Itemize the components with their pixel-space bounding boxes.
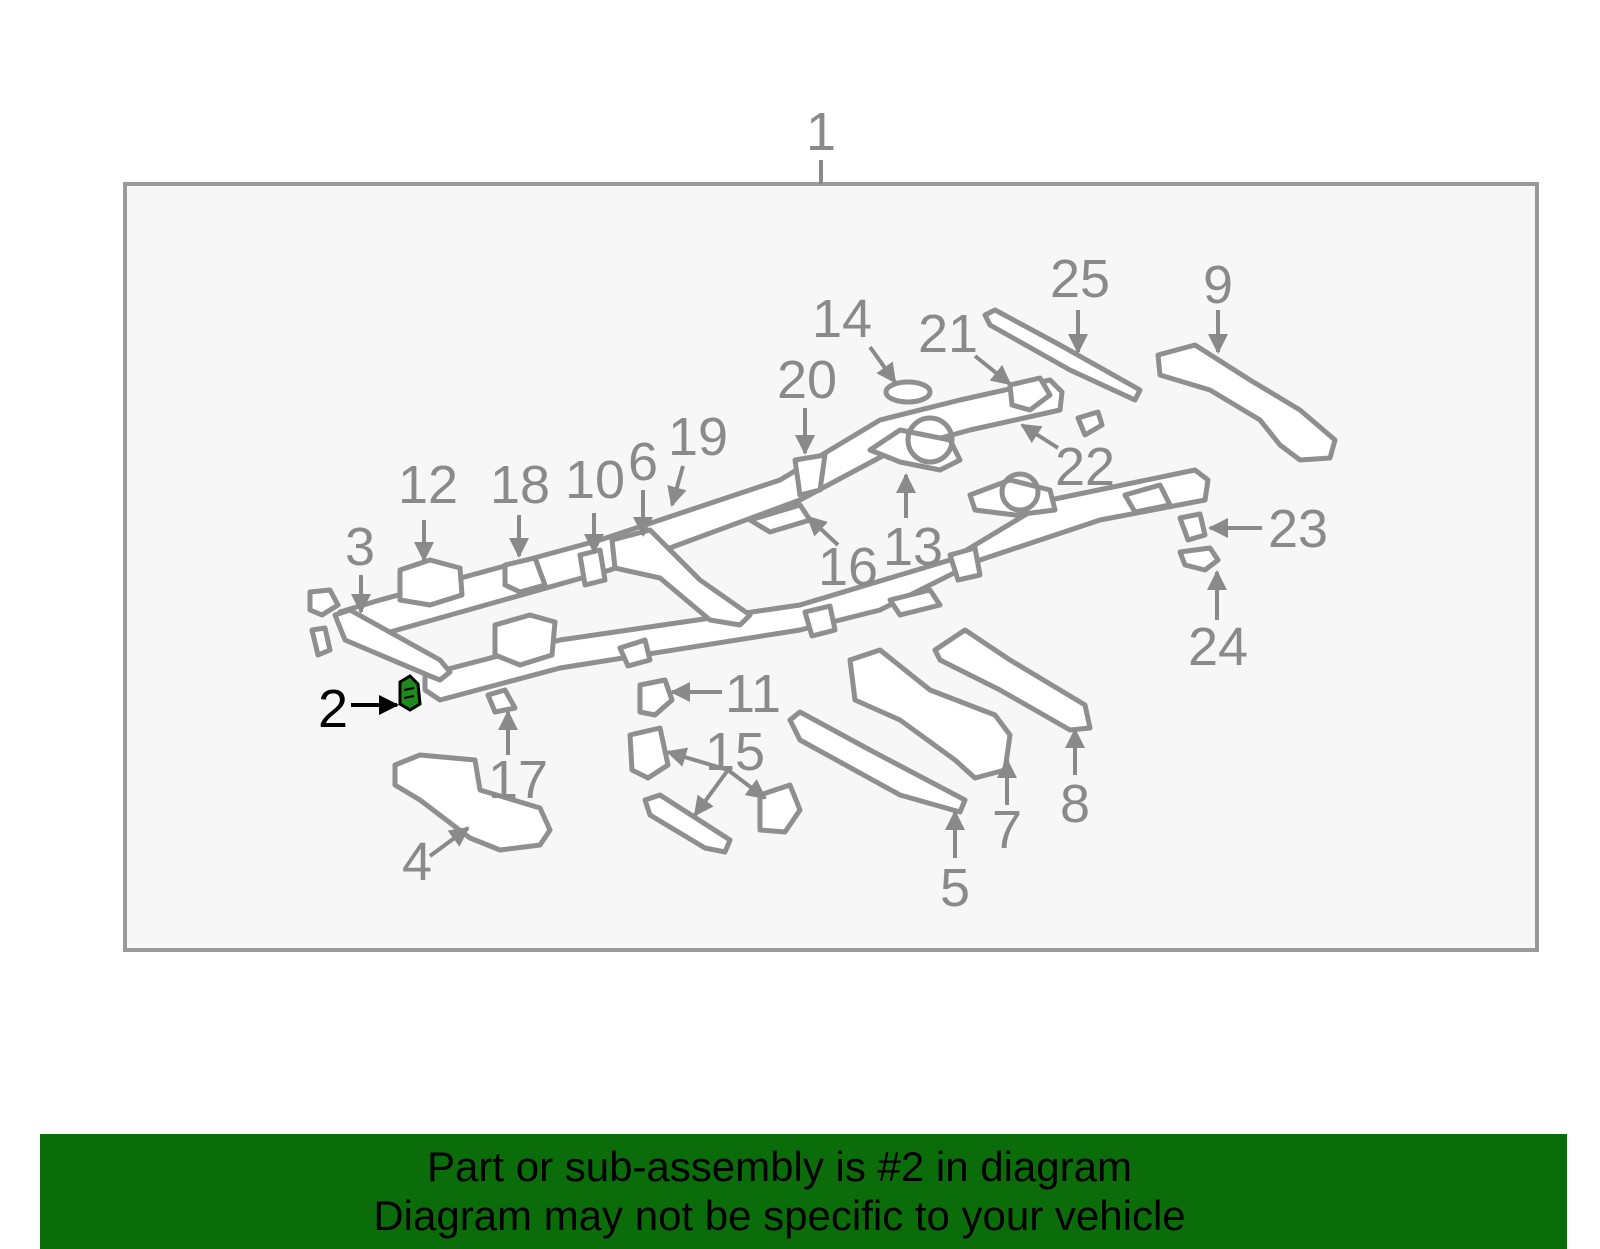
callout-17[interactable]: 17 (488, 750, 548, 810)
banner-line-1: Part or sub-assembly is #2 in diagram (427, 1143, 1132, 1190)
callout-20[interactable]: 20 (777, 350, 837, 410)
callout-1[interactable]: 1 (806, 102, 836, 162)
leader-lines (351, 310, 1262, 858)
callout-19[interactable]: 19 (668, 407, 728, 467)
frame-assembly (332, 377, 1211, 703)
callout-3[interactable]: 3 (345, 517, 375, 577)
callout-7[interactable]: 7 (992, 800, 1022, 860)
callout-11[interactable]: 11 (725, 664, 781, 724)
callout-10[interactable]: 10 (565, 450, 625, 510)
callout-16[interactable]: 16 (818, 537, 878, 597)
info-banner: Part or sub-assembly is #2 in diagram Di… (40, 1134, 1567, 1249)
callout-9[interactable]: 9 (1203, 255, 1233, 315)
callout-21[interactable]: 21 (918, 304, 978, 364)
banner-line-2: Diagram may not be specific to your vehi… (373, 1192, 1186, 1239)
callout-5[interactable]: 5 (940, 858, 970, 918)
callout-15[interactable]: 15 (705, 722, 765, 782)
callout-6[interactable]: 6 (628, 432, 658, 492)
callout-22[interactable]: 22 (1055, 437, 1115, 497)
callout-2[interactable]: 2 (318, 679, 348, 739)
callout-24[interactable]: 24 (1188, 617, 1248, 677)
callout-14[interactable]: 14 (812, 289, 872, 349)
callout-23[interactable]: 23 (1268, 499, 1328, 559)
callout-25[interactable]: 25 (1050, 249, 1110, 309)
callout-13[interactable]: 13 (883, 517, 943, 577)
callout-4[interactable]: 4 (402, 832, 432, 892)
callout-12[interactable]: 12 (398, 455, 458, 515)
diagram-panel (123, 182, 1539, 952)
callout-8[interactable]: 8 (1060, 774, 1090, 834)
loose-parts (307, 307, 1338, 855)
highlighted-part-2[interactable] (398, 674, 422, 712)
callout-18[interactable]: 18 (490, 455, 550, 515)
